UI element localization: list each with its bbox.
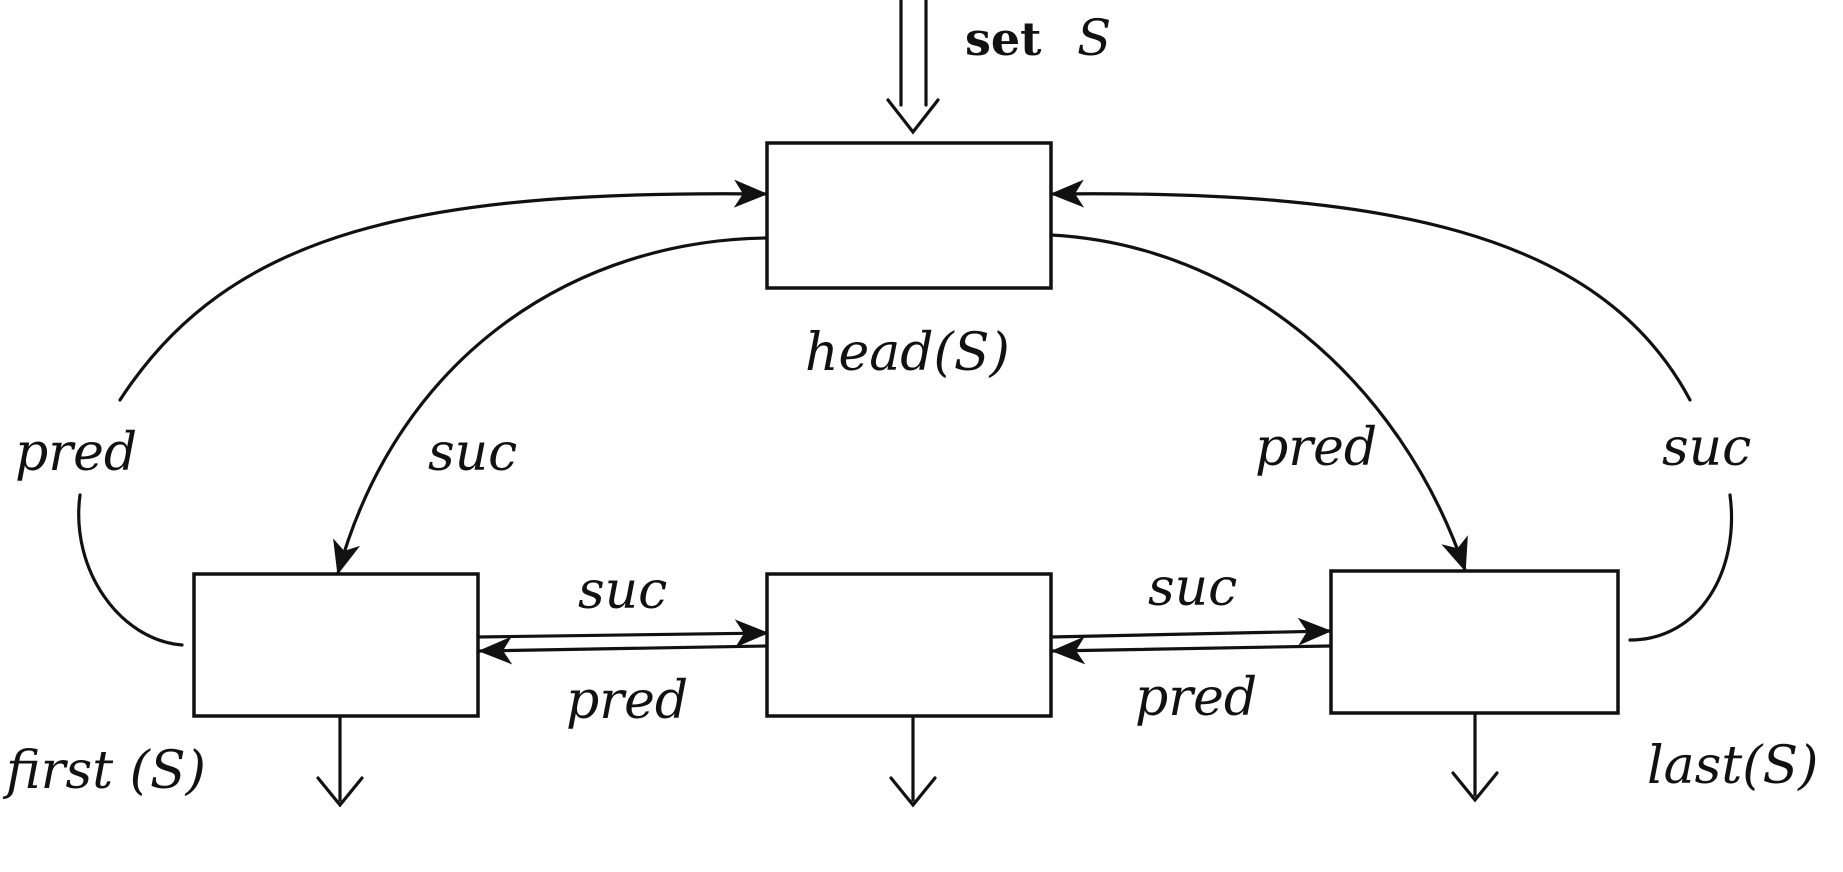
first-node-box <box>192 572 480 718</box>
first-node-label: first (S) <box>2 741 206 801</box>
mid-right-pred-label: pred <box>1135 668 1257 728</box>
outer-right-suc-edge <box>1052 194 1734 642</box>
inner-left-suc-label: suc <box>428 423 517 483</box>
first-output-arrow <box>316 715 364 808</box>
inner-left-suc-edge <box>333 236 769 575</box>
middle-node-box <box>765 572 1053 718</box>
set-keyword: set <box>965 12 1042 66</box>
middle-to-last-suc-edge <box>1049 617 1332 646</box>
last-node-box <box>1329 569 1620 715</box>
set-variable: S <box>1077 9 1111 67</box>
mid-right-suc-label: suc <box>1148 558 1237 618</box>
mid-left-pred-label: pred <box>566 671 688 731</box>
outer-left-pred-edge <box>77 194 766 647</box>
last-node-label: last(S) <box>1647 736 1818 796</box>
set-input-arrow <box>886 0 940 135</box>
inner-right-pred-edge <box>1049 233 1468 572</box>
middle-to-first-pred-edge <box>478 636 769 665</box>
mid-left-suc-label: suc <box>578 561 667 621</box>
first-to-middle-suc-edge <box>476 619 769 648</box>
head-node-box <box>765 141 1053 290</box>
inner-right-pred-label: pred <box>1255 418 1377 478</box>
last-output-arrow <box>1451 712 1499 803</box>
middle-output-arrow <box>889 715 937 808</box>
last-to-middle-pred-edge <box>1051 636 1332 665</box>
outer-right-suc-label: suc <box>1662 418 1751 478</box>
outer-left-pred-label: pred <box>15 423 137 483</box>
head-node-label: head(S) <box>805 323 1010 383</box>
